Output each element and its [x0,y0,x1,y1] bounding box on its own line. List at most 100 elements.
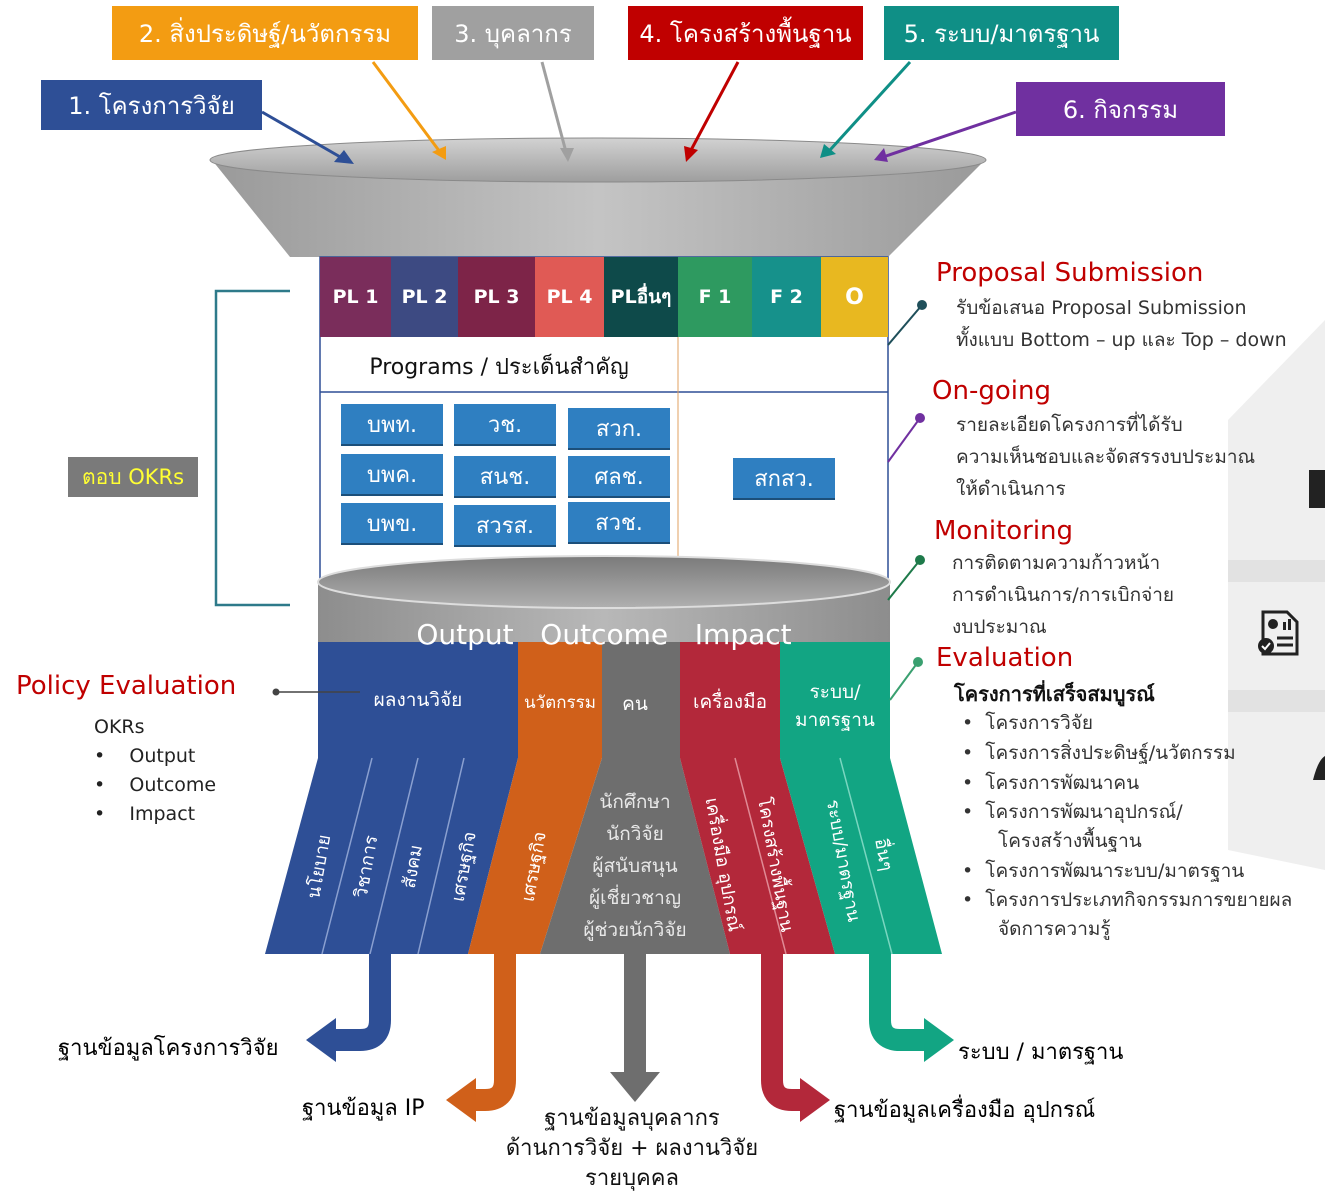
people-item: นักศึกษา [599,791,671,813]
evaluation-item-text: โครงการประเภทกิจกรรมการขยายผล [985,889,1293,911]
okrs-side-label: ตอบ OKRs [68,457,198,497]
tsri-box: สกสว. [733,458,835,500]
segment-innovation [468,758,602,954]
stage-evaluation-title: Evaluation [936,643,1074,673]
evaluation-item-text: โครงการพัฒนาระบบ/มาตรฐาน [985,860,1245,882]
segment-research [265,758,518,954]
policy-item-text: Output [129,745,196,767]
funnel-rim [209,137,987,183]
stage-ongoing-line: รายละเอียดโครงการที่ได้รับ [956,414,1183,436]
background-panel [1228,320,1325,870]
evaluation-item: • โครงการพัฒนาคน [962,772,1140,794]
pl-header-3: PL 3 [458,257,535,337]
programs-title: Programs / ประเด็นสำคัญ [369,354,629,380]
pmu-box: สวรส. [454,505,556,547]
band-standards [780,642,890,758]
pl-header-2: PL 2 [391,257,458,337]
stage-proposal-line: รับข้อเสนอ Proposal Submission [956,297,1247,319]
evaluation-item: • โครงการสิ่งประดิษฐ์/นวัตกรรม [962,742,1236,764]
pmu-box: บพค. [341,454,443,496]
pl-header-1: PL 1 [320,257,391,337]
pmu-box: บพท. [341,404,443,446]
okrs-bracket [214,289,290,607]
people-item: ผู้เชี่ยวชาญ [588,887,682,909]
stage-monitoring-line: การดำเนินการ/การเบิกจ่าย [952,584,1175,606]
dest-standards: ระบบ / มาตรฐาน [958,1040,1124,1065]
outcome-band-label: Output Outcome Impact [416,617,792,651]
partial-icon [1313,756,1325,780]
stage-monitoring-title: Monitoring [934,516,1074,546]
stage-proposal-title: Proposal Submission [936,258,1204,288]
dest-personnel-line: ด้านการวิจัย + ผลงานวิจัย [505,1136,759,1161]
partial-icon [1309,470,1325,508]
dest-equipment-db: ฐานข้อมูลเครื่องมือ อุปกรณ์ [834,1098,1096,1123]
evaluation-item: • โครงการวิจัย [962,712,1094,734]
funnel-cone [212,160,985,257]
evaluation-item-text: โครงการสิ่งประดิษฐ์/นวัตกรรม [985,742,1236,764]
pmu-box: สวช. [568,502,670,544]
stage-evaluation-subtitle: โครงการที่เสร็จสมบูรณ์ [954,682,1155,706]
input-label-infrastructure: 4. โครงสร้างพื้นฐาน [628,6,863,60]
o-header: O [821,257,888,337]
impact-label: อื่นๆ [870,836,897,873]
input-label-personnel: 3. บุคลากร [432,6,594,60]
dest-ip-db: ฐานข้อมูล IP [302,1096,425,1121]
category-people: คน [622,693,648,715]
input-label-research-project: 1. โครงการวิจัย [41,80,262,130]
category-research: ผลงานวิจัย [373,689,463,711]
dest-personnel-line: รายบุคคล [585,1166,679,1191]
f-header-2: F 2 [752,257,821,337]
stage-ongoing-title: On-going [932,376,1051,406]
pmu-box: สวก. [568,408,670,450]
policy-item: • Outcome [94,774,217,796]
evaluation-item: • โครงการพัฒนาระบบ/มาตรฐาน [962,860,1245,882]
category-standards: ระบบ/ มาตรฐาน [795,681,875,731]
evaluation-item-cont: โครงสร้างพื้นฐาน [998,830,1142,852]
input-label-invention: 2. สิ่งประดิษฐ์/นวัตกรรม [112,6,418,60]
pmu-box: บพข. [341,503,443,545]
policy-item: • Impact [94,803,196,825]
band-tools [680,642,780,758]
evaluation-item: • โครงการพัฒนาอุปกรณ์/ [962,801,1183,823]
people-item: ผู้สนับสนุน [592,855,678,877]
dest-personnel-db: ฐานข้อมูลบุคลากร ด้านการวิจัย + ผลงานวิจ… [470,1104,794,1194]
policy-item: • Output [94,745,196,767]
people-item: นักวิจัย [606,823,664,845]
people-list: นักศึกษา นักวิจัย ผู้สนับสนุน ผู้เชี่ยวช… [560,786,710,946]
dest-personnel-line: ฐานข้อมูลบุคลากร [544,1106,720,1131]
background-panel-stripe [1228,560,1325,582]
outcome-cylinder-top [317,555,891,609]
stage-proposal-line: ทั้งแบบ Bottom – up และ Top – down [956,329,1287,351]
pmu-box: สนช. [454,456,556,498]
evaluation-item: • โครงการประเภทกิจกรรมการขยายผล [962,889,1293,911]
input-label-standards: 5. ระบบ/มาตรฐาน [884,6,1119,60]
arrow-equipment-db [761,954,806,1111]
pl-header-4: PL 4 [535,257,604,337]
arrow-research-db [330,954,391,1051]
evaluation-item-text: โครงการวิจัย [985,712,1094,734]
report-icon [1258,610,1299,656]
dest-research-db: ฐานข้อมูลโครงการวิจัย [58,1036,279,1061]
category-innovation: นวัตกรรม [524,692,596,713]
policy-title: Policy Evaluation [16,671,237,701]
input-arrows [261,60,1017,160]
pmu-box: ศลช. [568,456,670,498]
pmu-box: วช. [454,404,556,446]
stage-monitoring-line: งบประมาณ [952,616,1047,638]
evaluation-item-text: โครงการพัฒนาอุปกรณ์/ [985,801,1183,823]
band-people [602,642,680,758]
band-innovation [518,642,602,758]
background-panel-stripe [1228,690,1325,712]
pl-header-other: PLอื่นๆ [604,257,678,337]
evaluation-item-cont: จัดการความรู้ [998,918,1111,940]
arrow-standards [869,954,928,1051]
policy-subtitle: OKRs [94,716,145,738]
policy-item-text: Impact [129,803,196,825]
stage-ongoing-line: ให้ดำเนินการ [956,478,1066,500]
evaluation-item-text: โครงการพัฒนาคน [985,772,1140,794]
category-tools: เครื่องมือ [692,691,768,713]
arrow-personnel-db [624,954,646,1074]
arrow-ip-db [470,954,516,1111]
policy-item-text: Outcome [129,774,217,796]
people-item: ผู้ช่วยนักวิจัย [583,919,687,941]
